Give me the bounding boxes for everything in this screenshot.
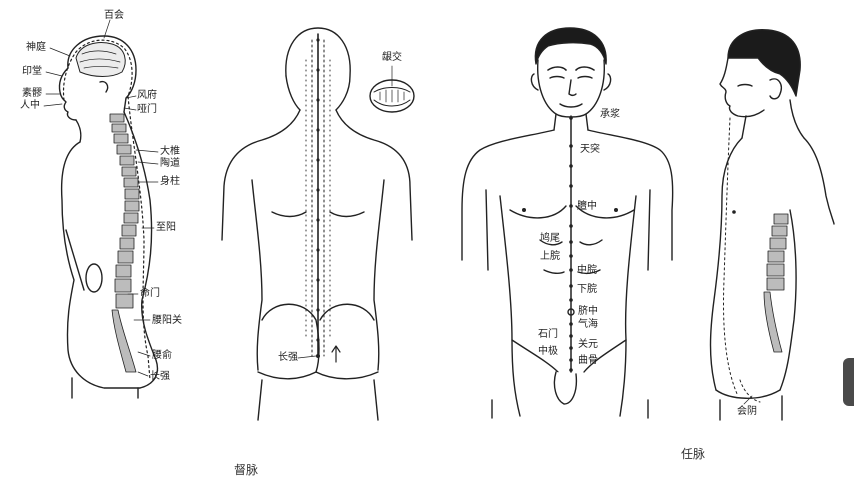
caption-dumai: 督脉	[234, 463, 259, 477]
label-dazhui: 大椎	[160, 146, 180, 157]
mouth-inset	[369, 65, 415, 113]
label-suliao: 素髎	[22, 88, 42, 99]
label-shangwan: 上脘	[540, 251, 560, 262]
label-renzhong: 人中	[20, 100, 40, 111]
label-tiantu: 天突	[580, 144, 600, 155]
label-yamen: 哑门	[137, 104, 157, 115]
label-yaoyangguan: 腰阳关	[152, 315, 182, 326]
label-qihai: 气海	[578, 319, 598, 330]
label-zhongwan: 中脘	[577, 265, 597, 276]
label-yintang: 印堂	[22, 66, 42, 77]
label-yinjiao: 龈交	[382, 52, 402, 63]
label-jiuwei: 鸠尾	[540, 233, 560, 244]
side-scroll-tab[interactable]	[843, 358, 854, 406]
label-guanyuan: 关元	[578, 339, 598, 350]
label-mingmen: 命门	[140, 288, 160, 299]
label-shenzhu: 身柱	[160, 176, 180, 187]
label-huiyin: 会阴	[737, 406, 757, 417]
back-figure-dumai	[221, 27, 415, 421]
label-qizhong: 脐中	[578, 306, 598, 317]
front-figure-renmai	[461, 27, 674, 419]
label-xiawan: 下脘	[577, 284, 597, 295]
label-qugu: 曲骨	[578, 355, 598, 366]
side-figure-renmai	[709, 29, 835, 421]
label-zhongji: 中极	[538, 346, 558, 357]
caption-renmai: 任脉	[681, 447, 706, 461]
label-yaoshu: 腰俞	[152, 350, 172, 361]
label-chengjiang: 承浆	[600, 109, 620, 120]
label-shenting: 神庭	[26, 42, 46, 53]
label-taodao: 陶道	[160, 158, 180, 169]
side-figure-dumai	[43, 19, 159, 399]
label-changqiang: 长强	[150, 371, 170, 382]
label-zhiyang: 至阳	[156, 222, 176, 233]
label-baihui: 百会	[104, 10, 124, 21]
label-danzhong: 膻中	[577, 201, 597, 212]
label-fengfu: 风府	[137, 90, 157, 101]
label-shimen: 石门	[538, 329, 558, 340]
label-back-changqiang: 长强	[278, 352, 298, 363]
